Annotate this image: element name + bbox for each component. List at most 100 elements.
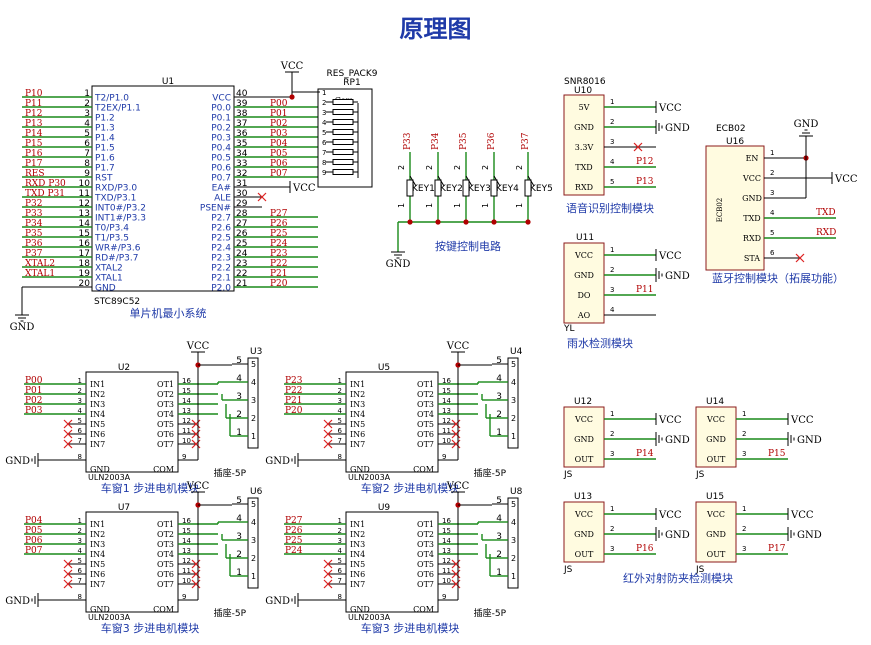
conn-pin-num-inner: 3 xyxy=(251,396,256,405)
respack-pin-num: 2 xyxy=(322,99,326,107)
bt-body xyxy=(705,145,765,271)
mcu-pin-num: 32 xyxy=(236,169,247,179)
ground-symbol: GND xyxy=(10,314,34,333)
bt-net-label: TXD xyxy=(816,208,836,218)
uln-part: ULN2003A xyxy=(348,613,391,622)
mcu-net-label: P02 xyxy=(270,119,288,129)
vcc-label: VCC xyxy=(790,510,814,521)
no-connect-stroke xyxy=(257,192,267,202)
mcu-net-label: P10 xyxy=(25,89,43,99)
mcu-net-label: P12 xyxy=(25,109,43,119)
uln-in-name: IN6 xyxy=(90,570,105,579)
key-net-label: P37 xyxy=(521,132,531,150)
uln-out-name: OT1 xyxy=(157,380,174,389)
conn-pin-num: 2 xyxy=(496,550,502,560)
key-actuator xyxy=(409,175,417,187)
uln-pin-num: 14 xyxy=(182,537,191,545)
uln-in-name: IN2 xyxy=(90,390,105,399)
uln-in-name: IN1 xyxy=(350,520,365,529)
mcu-pin-name: P2.6 xyxy=(211,224,231,234)
bt-pin-name: RXD xyxy=(743,234,761,243)
no-connect-stroke xyxy=(451,429,461,439)
conn-pin-num: 4 xyxy=(496,374,502,384)
respack-pin-num: 7 xyxy=(322,149,326,157)
no-connect-mark xyxy=(191,419,201,429)
uln-out-name: OT4 xyxy=(417,410,434,419)
ground-label: GND xyxy=(665,123,690,134)
mcu-pin-num: 22 xyxy=(236,269,247,279)
mcu-pin-num: 31 xyxy=(236,179,247,189)
no-connect-stroke xyxy=(323,439,333,449)
uln-pin-num: 1 xyxy=(338,377,342,385)
mcu-pin-num: 36 xyxy=(236,129,248,139)
no-connect-mark xyxy=(63,419,73,429)
key-pin-num: 2 xyxy=(481,165,490,170)
uln-com-name: COM xyxy=(413,465,434,474)
module-body xyxy=(563,501,605,563)
no-connect-mark xyxy=(795,253,805,263)
mcu-ref: U1 xyxy=(162,77,174,87)
mcu-net-label: P36 xyxy=(25,239,43,249)
vcc-label: VCC xyxy=(658,510,682,521)
uln-pin-num: 10 xyxy=(442,437,451,445)
mcu-pin-name: P2.1 xyxy=(211,274,231,284)
uln-pin-num: 1 xyxy=(78,377,82,385)
no-connect-stroke xyxy=(191,439,201,449)
ground-symbol: GND xyxy=(265,453,299,467)
vcc-label: VCC xyxy=(658,251,682,262)
conn-label: 插座-5P xyxy=(474,607,507,619)
ir-part: JS xyxy=(695,470,705,480)
conn-pin-num-inner: 3 xyxy=(511,536,516,545)
key-pin-num: 2 xyxy=(453,165,462,170)
mcu-net-label: P17 xyxy=(25,159,43,169)
conn-pin-num-inner: 1 xyxy=(511,432,516,441)
uln-out-name: OT6 xyxy=(157,430,174,439)
ground-label: GND xyxy=(265,456,290,467)
uln-out-name: OT7 xyxy=(417,580,434,589)
ir-ref: U12 xyxy=(574,397,592,407)
mcu-net-label: TXD P31 xyxy=(25,189,65,199)
mcu-pin-name: P1.5 xyxy=(95,144,115,154)
rain-ref: U11 xyxy=(576,233,594,243)
conn-pin-num-inner: 1 xyxy=(511,572,516,581)
ground-symbol: GND xyxy=(794,119,819,137)
module-pin-name: GND xyxy=(574,123,594,132)
uln-pin-num: 13 xyxy=(182,547,191,555)
uln-pin-num: 15 xyxy=(182,527,191,535)
driver-caption: 车窗3 步进电机模块 xyxy=(101,621,200,635)
uln-pin-num: 4 xyxy=(78,407,83,415)
conn-pin-num: 4 xyxy=(236,514,242,524)
conn-pin-num: 3 xyxy=(236,532,242,542)
resistor xyxy=(332,149,354,155)
vcc-symbol: VCC xyxy=(655,508,682,521)
mcu-pin-num: 19 xyxy=(79,269,91,279)
keys-caption: 按键控制电路 xyxy=(435,239,501,253)
ground-symbol: GND xyxy=(655,120,690,134)
mcu-pin-num: 15 xyxy=(79,229,90,239)
uln-pin-num: 2 xyxy=(338,387,342,395)
conn-body xyxy=(247,497,259,589)
uln-in-name: IN7 xyxy=(350,440,365,449)
uln-pin-num: 10 xyxy=(182,577,191,585)
conn-pin-num: 5 xyxy=(496,496,502,506)
ground-symbol: GND xyxy=(5,453,39,467)
mcu-net-label: XTAL1 xyxy=(25,269,55,279)
vcc-label: VCC xyxy=(790,415,814,426)
uln-in-name: IN5 xyxy=(350,420,365,429)
bt-pin-num: 4 xyxy=(770,209,775,217)
uln-net-label: P23 xyxy=(285,376,303,386)
uln-in-name: IN7 xyxy=(90,440,105,449)
no-connect-mark xyxy=(63,569,73,579)
mcu-net-label: P05 xyxy=(270,149,288,159)
uln-net-label: P26 xyxy=(285,526,303,536)
mcu-pin-num: 9 xyxy=(84,169,90,179)
uln-gnd-name: GND xyxy=(350,465,370,474)
uln-net-label: P03 xyxy=(25,406,43,416)
key-switch xyxy=(406,179,414,197)
ground-label: GND xyxy=(794,119,819,130)
ir-ref: U13 xyxy=(574,492,592,502)
junction-dot xyxy=(407,219,413,225)
